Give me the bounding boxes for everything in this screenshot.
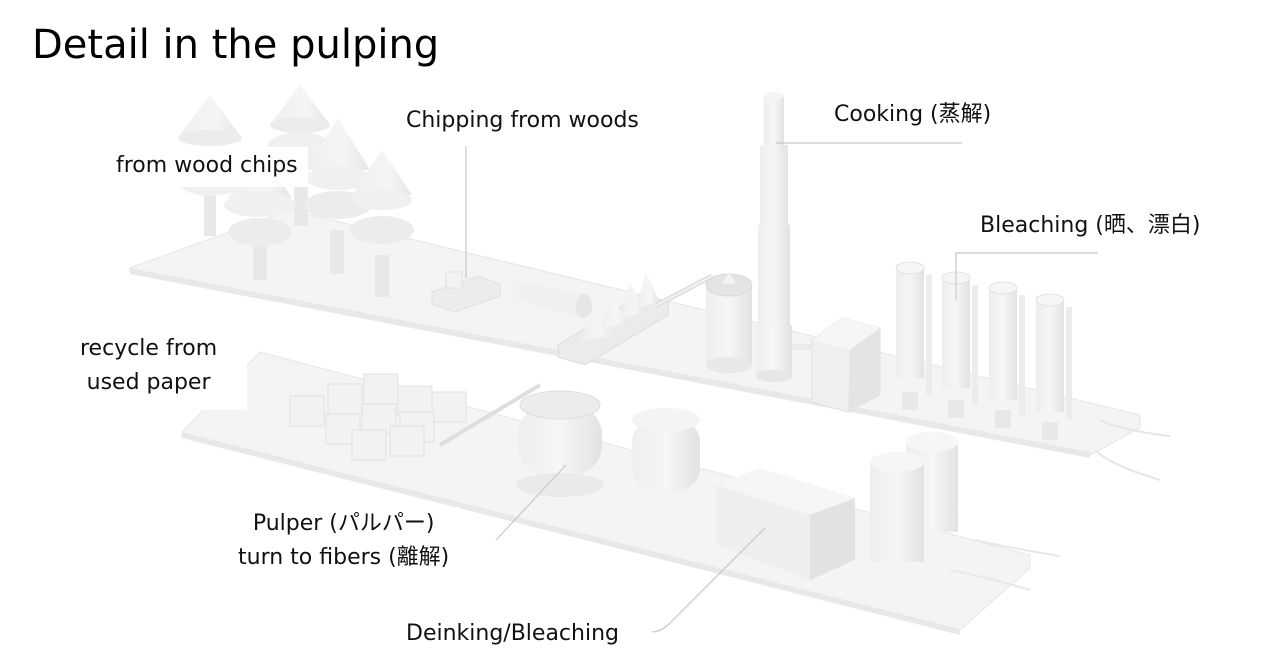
wash-box (792, 317, 881, 413)
label-pulper-line1: Pulper (パルパー) (252, 511, 435, 536)
label-cooking: Cooking (蒸解) (834, 102, 992, 127)
pulp-tank (632, 408, 700, 490)
label-recycle-line1: recycle from (80, 336, 218, 361)
label-bleaching: Bleaching (晒、漂白) (980, 213, 1201, 238)
tree (350, 150, 414, 297)
label-recycle-line2: used paper (86, 370, 211, 395)
pulper (516, 390, 604, 497)
label-chipping: Chipping from woods (406, 108, 639, 133)
bleaching-tower (895, 261, 932, 410)
chip-tray (557, 273, 714, 366)
leader-bleaching (955, 252, 1098, 300)
leader-lines (465, 142, 1098, 633)
slide-title: Detail in the pulping (32, 22, 440, 68)
label-deinking: Deinking/Bleaching (406, 621, 619, 646)
leader-deinking (651, 527, 766, 633)
label-recycle: recycle from used paper (66, 332, 248, 410)
bale-conveyor (438, 383, 542, 447)
leader-pulper (495, 464, 567, 541)
bleaching-tower (1035, 293, 1072, 440)
chipper (431, 271, 501, 313)
bleaching-tower (941, 271, 978, 418)
label-wood-chips: from wood chips (110, 147, 308, 187)
cooking-tower (756, 92, 792, 382)
digester (705, 272, 753, 373)
bleaching-towers (895, 261, 1171, 481)
label-pulper-line2: turn to fibers (離解) (238, 545, 450, 570)
label-pulper: Pulper (パルパー) turn to fibers (離解) (228, 507, 460, 575)
paper-bales (289, 373, 467, 461)
deinking-towers (870, 432, 1061, 591)
bleaching-tower (988, 281, 1025, 428)
deinking-building (716, 468, 855, 580)
log (508, 279, 592, 318)
